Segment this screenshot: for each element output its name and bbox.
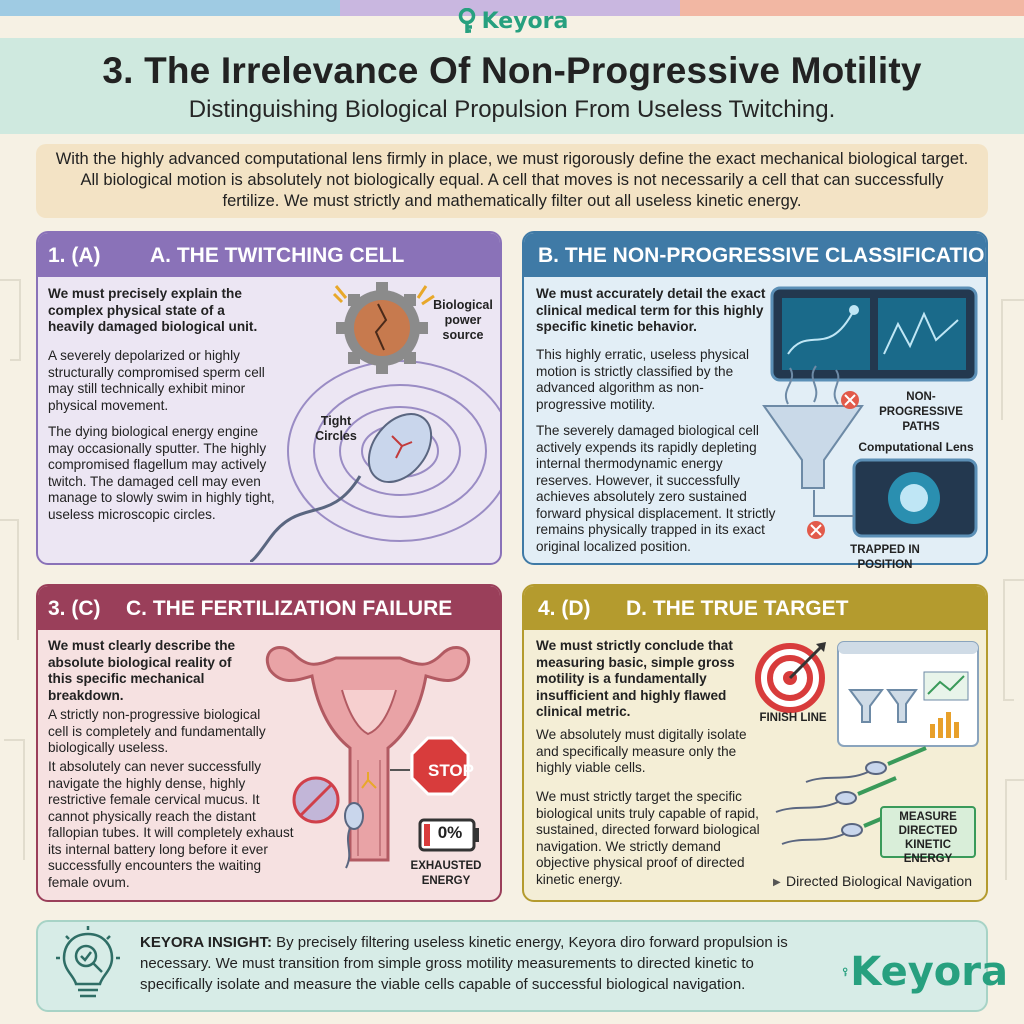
label-exhausted-energy: EXHAUSTED ENERGY xyxy=(410,860,482,887)
bottom-logo: Keyora xyxy=(842,944,1008,1000)
top-strip-peach xyxy=(680,0,1024,16)
panel-b-lead: We must accurately detail the exact clin… xyxy=(536,286,766,334)
panel-d-header: 4. (D) D. THE TRUE TARGET xyxy=(524,586,986,630)
panel-b-heading: B. THE NON-PROGRESSIVE CLASSIFICATION xyxy=(538,244,988,267)
intro-box xyxy=(36,144,988,218)
stop-sign-label: STOP xyxy=(428,761,474,780)
insight-box xyxy=(36,920,988,1012)
lens-icon xyxy=(813,458,978,538)
top-strip-purple xyxy=(340,0,680,16)
panel-a-lead: We must precisely explain the complex ph… xyxy=(48,286,258,334)
panel-c-heading: C. THE FERTILIZATION FAILURE xyxy=(126,597,453,620)
uterus-illustration xyxy=(265,645,479,869)
dashboard-icon xyxy=(837,641,979,747)
panel-a-header: 1. (A) A. THE TWITCHING CELL xyxy=(38,233,500,277)
circuit-decoration xyxy=(0,279,1024,880)
top-strip-blue xyxy=(0,0,340,16)
label-tight-circles: Tight Circles xyxy=(315,414,357,443)
logo-text: Keyora xyxy=(481,8,569,34)
label-non-progressive-paths: NON-PROGRESSIVE PATHS xyxy=(879,391,963,433)
label-biological-power-source: Biological power source xyxy=(433,298,493,342)
keyora-key-icon-large xyxy=(842,967,848,977)
panel-c-p2: It absolutely can never successfully nav… xyxy=(48,759,294,890)
monitor-icon xyxy=(770,286,978,382)
funnel-icon xyxy=(762,365,864,489)
panel-c-lead: We must clearly describe the absolute bi… xyxy=(48,638,236,703)
twitching-sperm-illustration xyxy=(250,282,500,562)
panel-b-header: B. THE NON-PROGRESSIVE CLASSIFICATION xyxy=(524,233,986,277)
gear-icon xyxy=(336,282,428,374)
panel-b-p1: This highly erratic, useless physical mo… xyxy=(536,347,750,412)
stop-sign-icon xyxy=(390,736,470,796)
label-finish-line: FINISH LINE xyxy=(759,712,827,724)
panel-d-p1: We absolutely must digitally isolate and… xyxy=(536,727,747,775)
play-marker-icon: ▶ xyxy=(773,877,781,888)
true-target-illustration xyxy=(755,641,979,845)
intro-text: With the highly advanced computational l… xyxy=(55,150,969,210)
label-computational-lens: Computational Lens xyxy=(858,440,974,454)
panel-a-p2: The dying biological energy engine may o… xyxy=(48,424,275,522)
label-directed-biological-navigation: Directed Biological Navigation xyxy=(786,873,972,889)
battery-icon xyxy=(418,818,479,852)
sperm-cell-icon-c xyxy=(344,802,364,869)
label-measure-directed-kinetic-energy: MEASURE DIRECTED KINETIC ENERGY xyxy=(898,811,958,865)
insight-body: By precisely filtering useless kinetic e… xyxy=(140,934,788,993)
battery-percent: 0% xyxy=(437,823,463,842)
panel-c-number: 3. (C) xyxy=(48,597,101,620)
insight-label: KEYORA INSIGHT: xyxy=(140,934,272,951)
target-icon xyxy=(755,642,826,713)
top-logo: Keyora xyxy=(440,6,584,36)
panel-a-heading: A. THE TWITCHING CELL xyxy=(150,244,405,267)
page-title: 3. The Irrelevance Of Non-Progressive Mo… xyxy=(102,50,922,91)
bottom-logo-text: Keyora xyxy=(850,949,1008,995)
page-subtitle: Distinguishing Biological Propulsion Fro… xyxy=(188,96,836,123)
panel-d-p2: We must strictly target the specific bio… xyxy=(536,789,760,887)
blocked-ovum-icon xyxy=(292,776,340,824)
panel-a-number: 1. (A) xyxy=(48,244,101,267)
insight-text: KEYORA INSIGHT: By precisely filtering u… xyxy=(140,932,830,995)
directed-sperm-icons xyxy=(775,761,887,845)
label-trapped-in-position: TRAPPED IN POSITION xyxy=(850,544,920,571)
panel-a-p1: A severely depolarized or highly structu… xyxy=(48,348,265,413)
spark-icon xyxy=(332,285,435,306)
sperm-cell-icon xyxy=(250,413,433,562)
panel-twitching-cell: 1. (A) A. THE TWITCHING CELL xyxy=(36,231,502,565)
panel-c-p1: A strictly non-progressive biological ce… xyxy=(48,707,266,755)
panel-d-lead: We must strictly conclude that measuring… xyxy=(536,638,735,719)
measure-kinetic-energy-box xyxy=(880,806,976,858)
panel-c-header: 3. (C) C. THE FERTILIZATION FAILURE xyxy=(38,586,500,630)
panel-d-number: 4. (D) xyxy=(538,597,591,620)
panel-b-p2: The severely damaged biological cell act… xyxy=(536,423,776,554)
header-band xyxy=(0,38,1024,134)
lightbulb-icon xyxy=(56,926,120,998)
keyora-key-icon xyxy=(458,8,475,33)
panel-d-heading: D. THE TRUE TARGET xyxy=(626,597,849,620)
algorithm-monitor-illustration xyxy=(762,286,978,539)
